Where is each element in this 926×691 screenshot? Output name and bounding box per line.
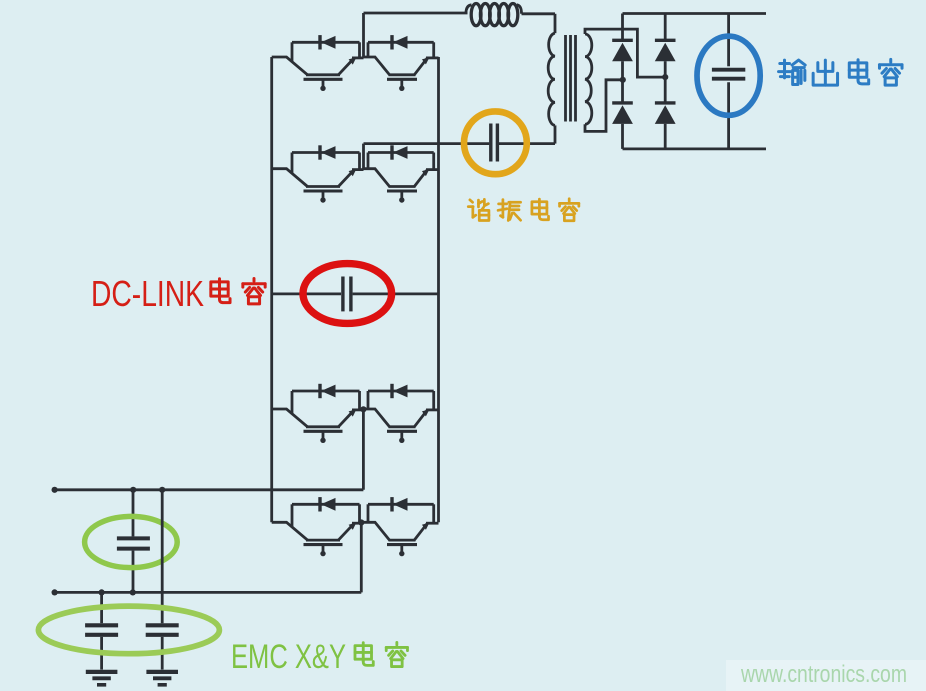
svg-text:www.cntronics.com: www.cntronics.com bbox=[740, 661, 907, 688]
svg-text:EMC X&Y: EMC X&Y bbox=[231, 638, 346, 676]
svg-text:DC-LINK: DC-LINK bbox=[91, 273, 204, 314]
